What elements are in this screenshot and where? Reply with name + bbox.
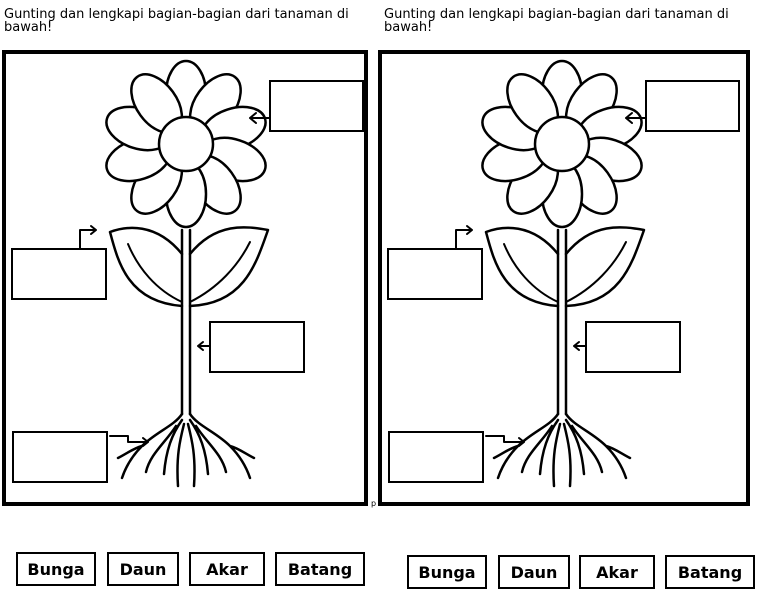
instruction-left: Gunting dan lengkapi bagian-bagian dari … — [4, 7, 349, 35]
answer-box-bunga[interactable] — [269, 80, 364, 132]
answer-box-daun[interactable] — [11, 248, 107, 300]
pointer-leaf — [455, 225, 473, 251]
plant-panel-left — [2, 50, 368, 506]
stray-mark: p — [371, 499, 377, 508]
answer-box-daun[interactable] — [387, 248, 483, 300]
plant-illustration — [455, 59, 646, 488]
pointer-flower — [625, 112, 646, 124]
answer-box-batang[interactable] — [585, 321, 681, 373]
leaf-left — [484, 226, 560, 308]
cutout-akar-right[interactable]: Akar — [579, 555, 655, 589]
cutout-bunga-left[interactable]: Bunga — [16, 552, 96, 586]
answer-box-akar[interactable] — [388, 431, 484, 483]
plant-panel-right — [378, 50, 750, 506]
pointer-root — [485, 435, 525, 447]
cutout-batang-left[interactable]: Batang — [275, 552, 365, 586]
stem — [180, 228, 192, 416]
roots — [116, 412, 256, 488]
roots — [492, 412, 632, 488]
pointer-root — [109, 435, 149, 447]
pointer-flower — [249, 112, 270, 124]
pointer-stem — [573, 341, 587, 351]
leaf-left — [108, 226, 184, 308]
flower-petals — [105, 59, 267, 229]
cutout-daun-left[interactable]: Daun — [107, 552, 179, 586]
cutout-batang-right[interactable]: Batang — [665, 555, 755, 589]
answer-box-bunga[interactable] — [645, 80, 740, 132]
cutout-daun-right[interactable]: Daun — [498, 555, 570, 589]
answer-box-batang[interactable] — [209, 321, 305, 373]
plant-illustration — [79, 59, 270, 488]
instruction-right: Gunting dan lengkapi bagian-bagian dari … — [384, 7, 729, 35]
pointer-leaf — [79, 225, 97, 251]
leaf-right — [188, 226, 270, 308]
answer-box-akar[interactable] — [12, 431, 108, 483]
stem — [556, 228, 568, 416]
cutout-bunga-right[interactable]: Bunga — [407, 555, 487, 589]
flower-petals — [481, 59, 643, 229]
leaf-right — [564, 226, 646, 308]
cutout-akar-left[interactable]: Akar — [189, 552, 265, 586]
pointer-stem — [197, 341, 211, 351]
